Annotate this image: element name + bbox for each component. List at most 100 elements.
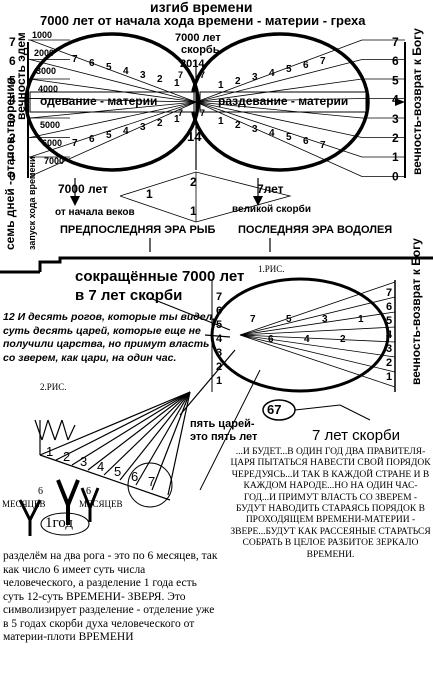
bottom-right-line2: великой скорби [232, 204, 311, 215]
compressed-years-caption: сокращённые 7000 лет в 7 лет скорби [75, 268, 245, 304]
right-scale-number: 7 [392, 35, 399, 49]
left-ellipse-number-top: 7 [72, 54, 78, 65]
left-ray [29, 39, 197, 103]
figure-2-label: 2.РИС. [40, 382, 67, 392]
right-scale-number: 1 [392, 150, 399, 164]
five-kings-note: пять царей- это пять лет [190, 418, 258, 443]
diagram-subtitle: 7000 лет от начала хода времени - матери… [40, 13, 366, 28]
left-ellipse-number-bottom: 2 [157, 118, 163, 129]
fan-base [39, 454, 171, 501]
left-inner-scale-number: 1000 [32, 30, 52, 40]
months-left-number: 6 [38, 486, 43, 497]
middle-right-scale-number: 2 [386, 357, 392, 369]
center-top-line1: 7000 лет [175, 32, 221, 44]
right-ellipse-number-bottom: 7 [320, 140, 326, 151]
center-top-line2: скорбь [181, 44, 220, 56]
middle-right-vertical-label: вечность-возврат к Богу [409, 238, 423, 385]
left-ellipse-number-top: 6 [89, 58, 95, 69]
middle-right-scale-number: 7 [386, 287, 392, 299]
left-ellipse-number-top: 1 [174, 78, 180, 89]
left-ellipse-number-bottom: 5 [106, 130, 112, 141]
era-left: ПРЕДПОСЛЕДНЯЯ ЭРА РЫБ [60, 224, 216, 236]
right-scale-number: 6 [392, 54, 399, 68]
fan-ray [55, 391, 191, 461]
crown-stroke [54, 419, 63, 441]
middle-ellipse-number: 7 [250, 314, 256, 325]
left-ellipse-number-top: 3 [140, 70, 146, 81]
bottom-left-line1: 7000 лет [58, 182, 108, 196]
middle-ellipse-number: 4 [304, 334, 310, 345]
right-ellipse-number-top: 7 [320, 56, 326, 67]
months-right-number: 6 [86, 486, 91, 497]
right-ellipse-number-bottom: 4 [269, 128, 275, 139]
right-ellipse-number-bottom: 3 [252, 124, 258, 135]
middle-right-scale-number: 4 [386, 329, 393, 341]
left-ray [29, 78, 197, 103]
fan-ray [135, 391, 191, 486]
triangle-number-left: 1 [146, 187, 153, 201]
middle-ellipse-number: 6 [268, 334, 274, 345]
middle-ray [239, 311, 396, 336]
fan-ray [39, 391, 191, 456]
middle-left-scale-number: 5 [216, 319, 222, 331]
center-small-number: 7 [178, 108, 183, 118]
right-ray [195, 39, 363, 103]
right-ellipse-number-top: 1 [218, 80, 224, 91]
left-ellipse-number-bottom: 4 [123, 126, 129, 137]
left-scale-number: 0 [9, 169, 16, 183]
figure-1-label: 1.РИС. [258, 264, 285, 274]
right-vertical-label: вечность-возврат к Богу [410, 28, 424, 175]
crown-stroke [34, 419, 43, 441]
left-ray [29, 101, 197, 177]
right-ellipse-number-top: 5 [286, 64, 292, 75]
right-ray [195, 78, 363, 103]
right-scale-number: 2 [392, 131, 399, 145]
center-small-number: 7 [200, 70, 205, 80]
crown-stroke [41, 419, 49, 441]
prophecy-text: ...И БУДЕТ...В ОДИН ГОД ДВА ПРАВИТЕЛЯ-ЦА… [230, 447, 431, 560]
left-ray [29, 101, 197, 138]
left-inner-scale-number: 2000 [34, 48, 54, 58]
left-scale-number: 6 [9, 54, 16, 68]
right-ellipse-label: раздевание - материи [218, 94, 349, 108]
middle-left-scale-number: 2 [216, 361, 222, 373]
right-ray [195, 101, 363, 158]
months-left-label: МЕСЯЦЕВ [2, 499, 46, 509]
middle-left-scale-number: 4 [216, 333, 223, 345]
left-scale-number: 7 [9, 35, 16, 49]
left-ellipse-number-top: 2 [157, 74, 163, 85]
left-ray [29, 101, 197, 158]
right-ellipse-number-bottom: 6 [303, 136, 309, 147]
right-ellipse-number-bottom: 1 [218, 116, 224, 127]
middle-ray [239, 334, 396, 373]
left-vertical-label-2: вечность эдем [14, 32, 28, 120]
right-scale-number: 3 [392, 112, 399, 126]
right-ray [195, 101, 363, 138]
center-small-number: 7 [200, 108, 205, 118]
left-ray [29, 98, 197, 103]
left-ellipse-number-top: 5 [106, 62, 112, 73]
center-small-number: 7 [178, 70, 183, 80]
center-year: 2014 [180, 58, 205, 70]
right-scale-number: 4 [392, 93, 399, 107]
middle-ray [239, 281, 396, 336]
fan-ray [167, 391, 191, 496]
left-inner-scale-number: 4000 [38, 84, 58, 94]
left-ellipse-number-top: 4 [123, 66, 129, 77]
middle-right-scale-number: 5 [386, 315, 392, 327]
right-ray [195, 101, 363, 119]
left-ellipse-number-bottom: 6 [89, 134, 95, 145]
right-ellipse-number-top: 3 [252, 72, 258, 83]
left-ellipse-label: одевание - материи [40, 94, 158, 108]
middle-left-scale-number: 6 [216, 305, 222, 317]
right-ray [195, 98, 363, 103]
fan-number: 1 [46, 444, 53, 459]
left-ellipse-number-bottom: 3 [140, 122, 146, 133]
crown-stroke [67, 424, 76, 441]
middle-ray [239, 326, 396, 336]
right-scale-number: 0 [392, 169, 399, 183]
middle-ellipse-number: 5 [286, 314, 292, 325]
middle-left-scale-number: 7 [216, 291, 222, 303]
